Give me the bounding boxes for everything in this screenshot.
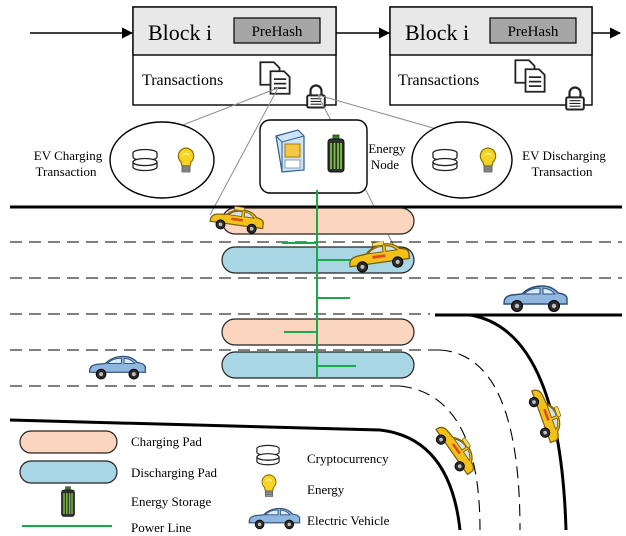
- cryptocurrency-icon: [432, 148, 458, 172]
- road-edge-bottom-curve: [9, 418, 462, 531]
- legend-power-line-label: Power Line: [131, 520, 192, 535]
- electric-vehicle-icon: [503, 285, 568, 313]
- legend-energy-storage-icon: [60, 486, 76, 518]
- prehash-box: [233, 17, 321, 44]
- energy-node-label-1: Energy: [368, 141, 406, 156]
- legend-discharging-pad-swatch: [19, 460, 118, 484]
- legend-charging-pad-swatch: [19, 430, 118, 454]
- charging-transaction-label-2: Transaction: [36, 164, 97, 179]
- blockchain: Block i PreHash Transactions Block i Pre…: [30, 6, 622, 111]
- transactions-label: Transactions: [398, 72, 479, 89]
- block-title: Block i: [405, 20, 469, 45]
- block-title: Block i: [148, 20, 212, 45]
- energy-node-label-2: Node: [371, 157, 399, 172]
- prehash-label: PreHash: [252, 24, 303, 40]
- legend-cryptocurrency-icon: [256, 444, 280, 466]
- legend-electric-vehicle-icon: [248, 507, 301, 530]
- discharging-transaction-label-1: EV Discharging: [522, 148, 606, 163]
- cryptocurrency-icon: [132, 148, 158, 172]
- prehash-label: PreHash: [508, 24, 559, 40]
- charging-transaction-label-1: EV Charging: [34, 148, 103, 163]
- road-edge-right-curve: [435, 313, 622, 531]
- legend-electric-vehicle-label: Electric Vehicle: [307, 513, 390, 528]
- legend-energy-storage-label: Energy Storage: [131, 494, 211, 509]
- legend-discharging-pad-label: Discharging Pad: [131, 465, 218, 480]
- prehash-box: [489, 17, 577, 44]
- charging-transaction-bubble: EV Charging Transaction: [34, 121, 215, 199]
- legend: Charging Pad Discharging Pad Energy Stor…: [19, 430, 390, 535]
- electric-vehicle-icon: [88, 355, 146, 380]
- block-2: Block i PreHash Transactions: [389, 6, 593, 111]
- discharging-transaction-label-2: Transaction: [532, 164, 593, 179]
- discharging-transaction-bubble: EV Discharging Transaction: [411, 121, 606, 199]
- legend-cryptocurrency-label: Cryptocurrency: [307, 451, 389, 466]
- energy-node: Energy Node: [259, 119, 406, 194]
- legend-charging-pad-label: Charging Pad: [131, 434, 202, 449]
- power-lines: [282, 190, 356, 378]
- energy-storage-icon: [327, 134, 345, 173]
- block-1: Block i PreHash Transactions: [132, 6, 337, 109]
- legend-energy-icon: [261, 474, 277, 498]
- transactions-label: Transactions: [142, 72, 223, 89]
- legend-energy-label: Energy: [307, 482, 345, 497]
